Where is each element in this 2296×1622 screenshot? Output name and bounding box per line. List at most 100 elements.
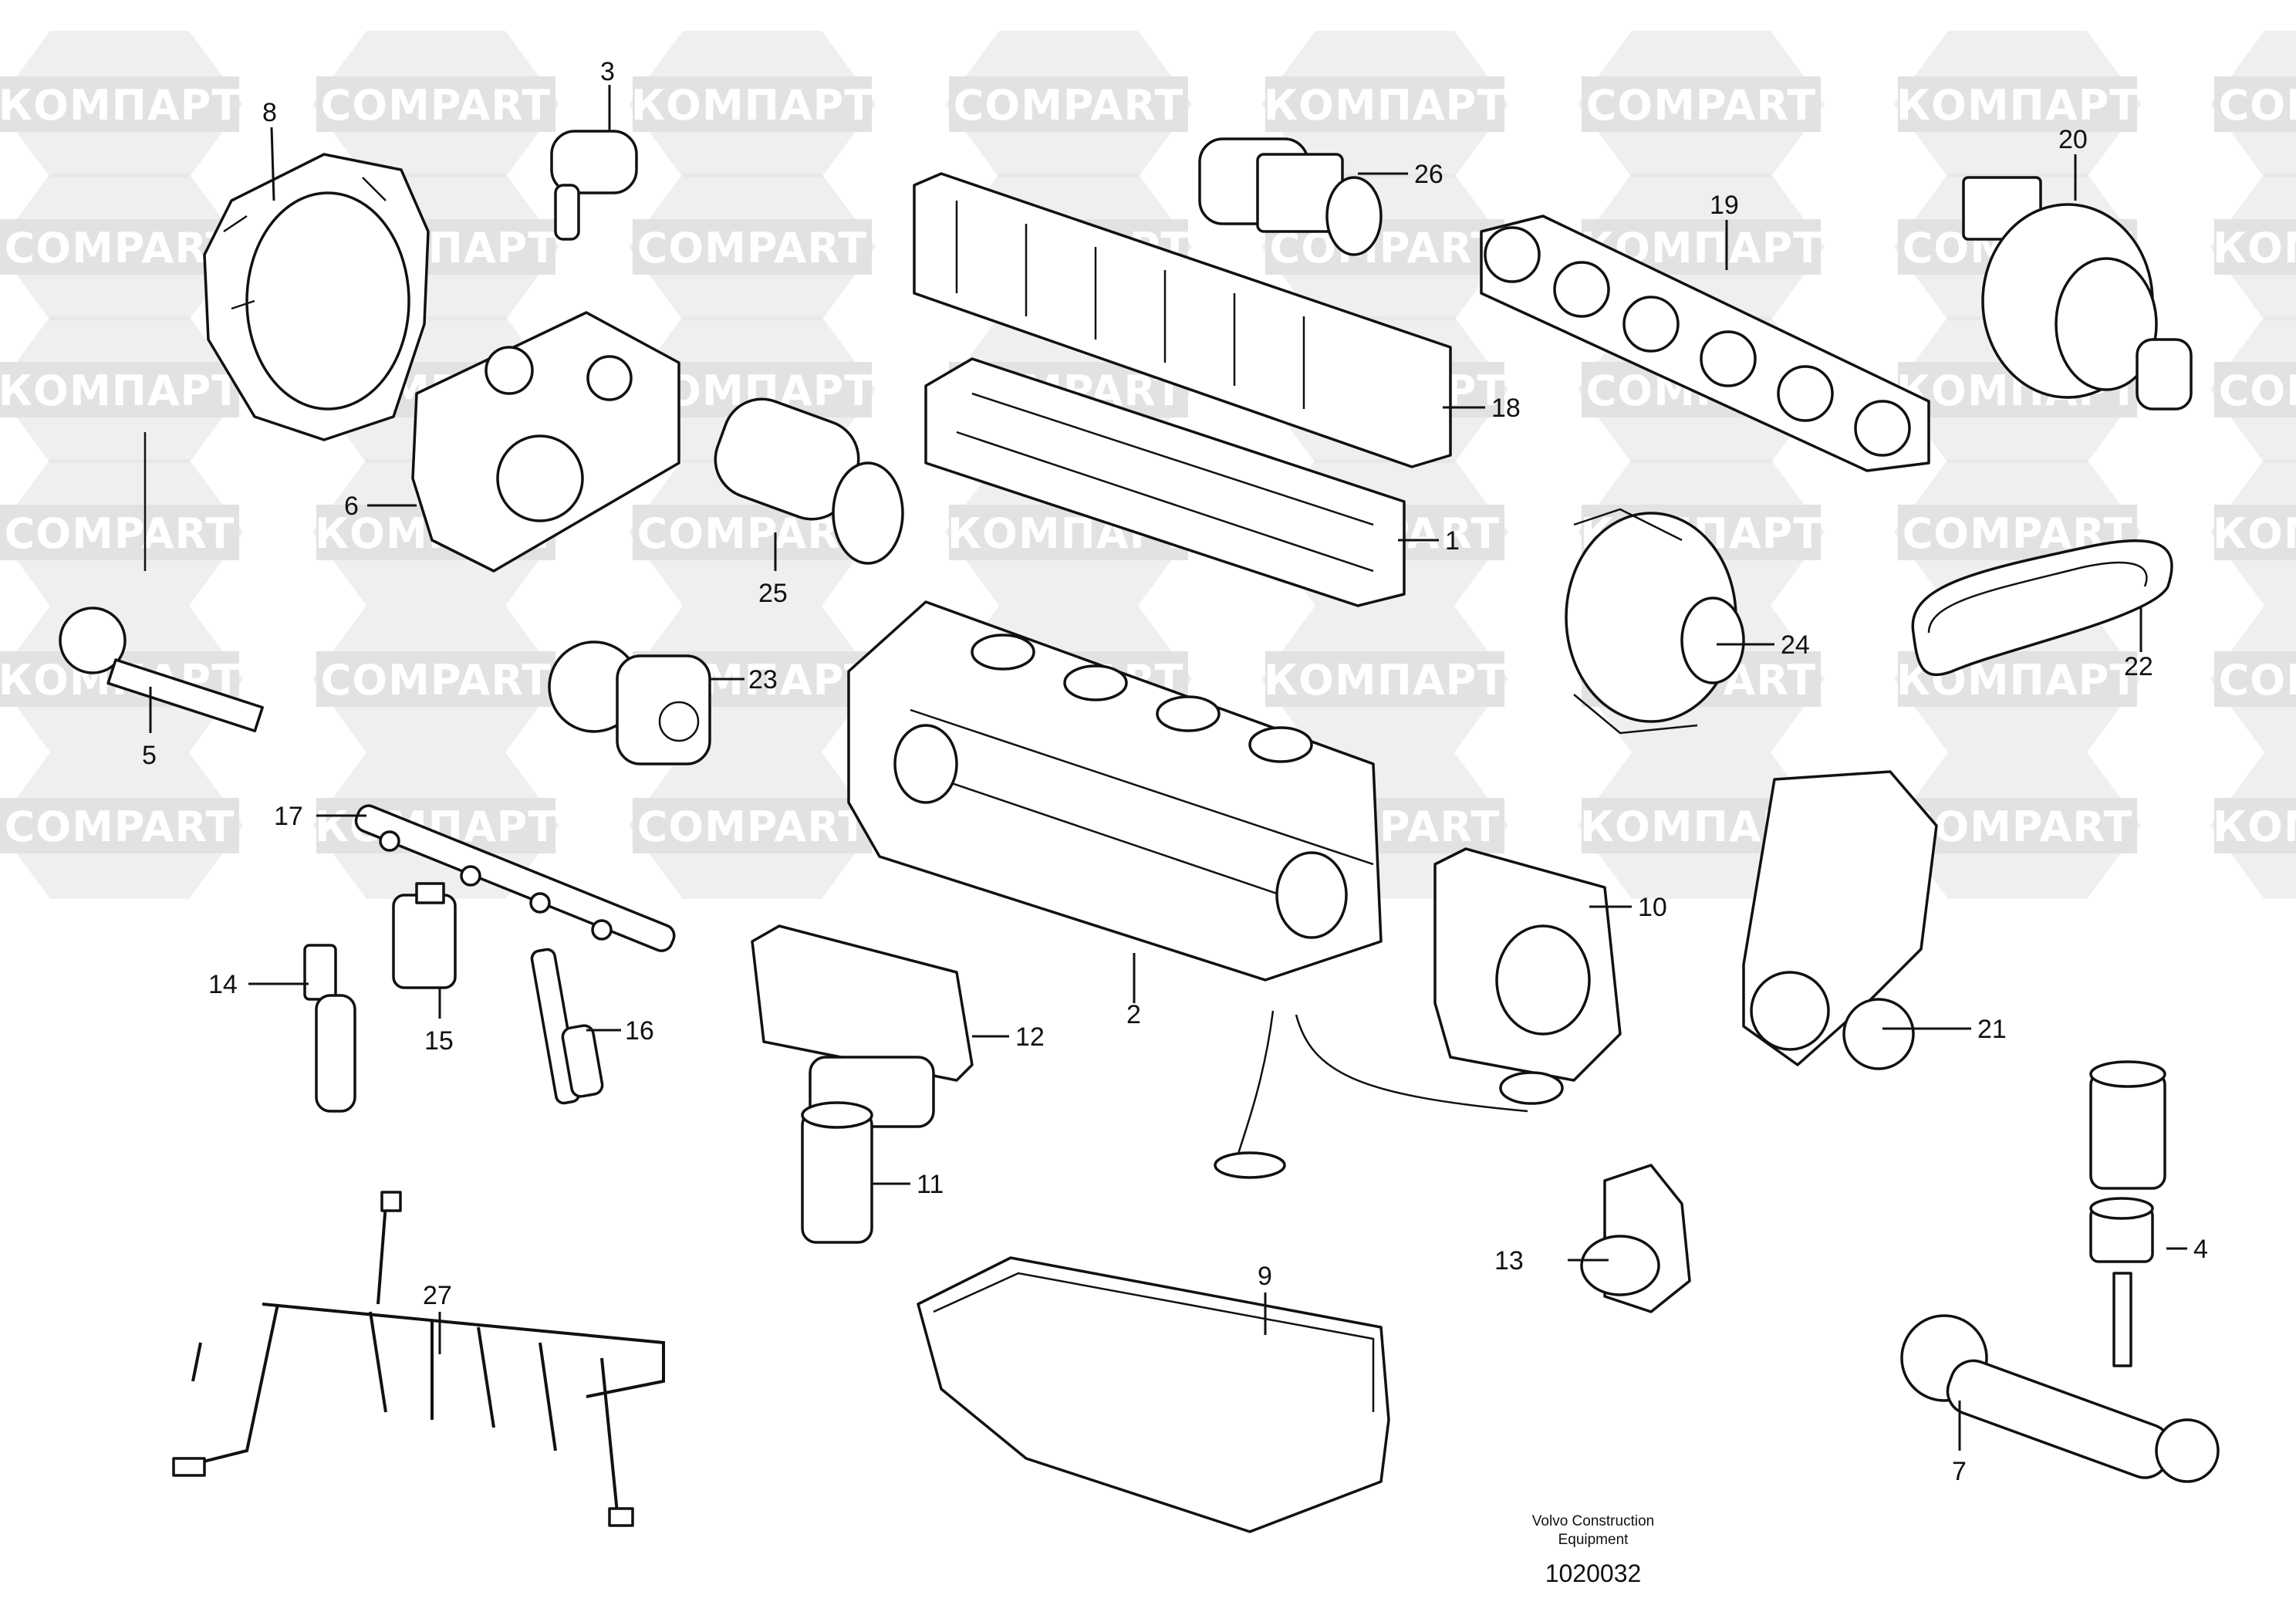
- callout-labels: 1 2 3 4 5 6 7 8 9 10 11 12 13 14 15 16 1…: [142, 57, 2208, 1486]
- callout-label: 11: [917, 1170, 944, 1199]
- part-engine-block: [847, 600, 1383, 982]
- watermark-tile: COMPART: [629, 752, 876, 899]
- watermark-text: COMPART: [1903, 803, 2133, 851]
- part-belt-tensioner: [1580, 1164, 1691, 1313]
- watermark-tile: КОМПАРТ: [1261, 31, 1508, 177]
- part-oil-cooler: [751, 924, 974, 1128]
- watermark-text: COMPART: [5, 803, 235, 851]
- watermark-text: КОМПАРТ: [1264, 81, 1506, 130]
- callout-label: 3: [600, 57, 615, 86]
- caption-manufacturer: Volvo Construction: [1532, 1513, 1654, 1529]
- watermark-tile: COMPART: [2210, 606, 2296, 752]
- watermark-text: COMPART: [637, 803, 868, 851]
- watermark-tile: COMPART: [0, 459, 243, 606]
- watermark-text: КОМПАРТ: [1896, 81, 2139, 130]
- callout-label: 21: [1977, 1015, 2007, 1044]
- parts-layer: [59, 130, 2220, 1533]
- watermark-text: COMPART: [321, 656, 552, 705]
- callout-label: 9: [1258, 1262, 1272, 1291]
- part-oil-sump: [917, 1256, 1390, 1533]
- watermark-text: КОМПАРТ: [1264, 656, 1506, 705]
- callout-label: 7: [1952, 1457, 1967, 1486]
- caption-manufacturer-line2: Equipment: [1558, 1532, 1629, 1548]
- leader-lines: [149, 85, 2187, 1451]
- part-timing-gear-cover: [411, 311, 680, 573]
- callout-label: 10: [1638, 893, 1667, 922]
- callout-label: 4: [2193, 1235, 2208, 1264]
- part-sensor: [550, 130, 638, 241]
- callout-label: 1: [1445, 526, 1460, 556]
- watermark-tile: КОМПАРТ: [1261, 606, 1508, 752]
- part-alternator: [1565, 508, 1745, 735]
- part-pressure-valve: [392, 882, 457, 989]
- callout-label: 20: [2058, 125, 2088, 154]
- part-exhaust-manifold: [1480, 215, 1930, 472]
- drawing-number: 1020032: [1545, 1559, 1642, 1587]
- part-piston-liner: [2089, 1060, 2166, 1263]
- callout-label: 17: [274, 802, 303, 831]
- part-drive-belt: [1911, 539, 2173, 677]
- part-flywheel-housing: [203, 153, 430, 441]
- watermark-tile: COMPART: [1894, 752, 2141, 899]
- watermark-tile: COMPART: [2210, 316, 2296, 463]
- callout-label: 23: [748, 665, 778, 694]
- watermark-text: COMPART: [954, 81, 1184, 130]
- watermark-tile: COMPART: [629, 174, 876, 320]
- watermark-tile: КОМПАРТ: [2210, 459, 2296, 606]
- callout-label: 6: [344, 492, 359, 521]
- watermark-text: КОМПАРТ: [2213, 803, 2296, 851]
- part-fuel-rail: [354, 804, 676, 952]
- watermark-tile: КОМПАРТ: [2210, 174, 2296, 320]
- part-camshaft: [59, 432, 264, 732]
- part-injector: [530, 948, 604, 1105]
- callout-label: 25: [758, 579, 788, 608]
- watermark-text: COMPART: [2219, 656, 2296, 705]
- watermark-text: COMPART: [637, 509, 868, 558]
- callout-label: 8: [262, 98, 277, 127]
- part-turbocharger: [1962, 176, 2193, 411]
- part-unit-injector: [303, 944, 356, 1113]
- callout-label: 14: [208, 970, 238, 999]
- watermark-text: COMPART: [321, 81, 552, 130]
- watermark-text: КОМПАРТ: [2213, 224, 2296, 272]
- part-oil-pump: [548, 640, 711, 765]
- watermark-text: КОМПАРТ: [0, 81, 241, 130]
- watermark-tile: COMPART: [945, 31, 1192, 177]
- callout-label: 16: [625, 1016, 654, 1046]
- callout-label: 18: [1491, 394, 1521, 423]
- callout-label: 12: [1015, 1022, 1045, 1052]
- watermark-text: КОМПАРТ: [631, 81, 873, 130]
- part-front-cover: [1433, 847, 1622, 1082]
- watermark-text: COMPART: [5, 509, 235, 558]
- watermark-tile: COMPART: [312, 31, 559, 177]
- watermark-text: КОМПАРТ: [2213, 509, 2296, 558]
- watermark-tile: COMPART: [0, 752, 243, 899]
- callout-label: 19: [1710, 191, 1739, 220]
- watermark-tile: КОМПАРТ: [0, 316, 243, 463]
- part-oil-suction-pipe: [1214, 1010, 1564, 1179]
- watermark-tile: COMPART: [1578, 31, 1825, 177]
- callout-label: 27: [423, 1281, 452, 1310]
- watermark-tile: КОМПАРТ: [629, 31, 876, 177]
- callout-label: 13: [1494, 1246, 1524, 1276]
- watermark-text: КОМПАРТ: [0, 367, 241, 415]
- part-cylinder-head: [924, 357, 1406, 607]
- watermark-tile: COMPART: [2210, 31, 2296, 177]
- part-rocker-cover: [913, 172, 1452, 468]
- watermark-tile: COMPART: [0, 174, 243, 320]
- part-oil-filter: [801, 1101, 873, 1244]
- callout-label: 22: [2124, 652, 2153, 681]
- drawing-caption: Volvo Construction Equipment 1020032: [1532, 1513, 1654, 1587]
- part-coolant-pump: [1742, 770, 1938, 1070]
- watermark-text: COMPART: [2219, 81, 2296, 130]
- callout-label: 2: [1126, 1000, 1141, 1029]
- callout-label: 5: [142, 741, 157, 770]
- watermark-text: COMPART: [2219, 367, 2296, 415]
- part-crankshaft: [1900, 1272, 2220, 1483]
- watermark-tile: КОМПАРТ: [1894, 31, 2141, 177]
- part-starter-motor: [714, 397, 904, 565]
- watermark-tile: COMPART: [312, 606, 559, 752]
- callout-label: 26: [1414, 160, 1443, 189]
- watermark-text: COMPART: [5, 224, 235, 272]
